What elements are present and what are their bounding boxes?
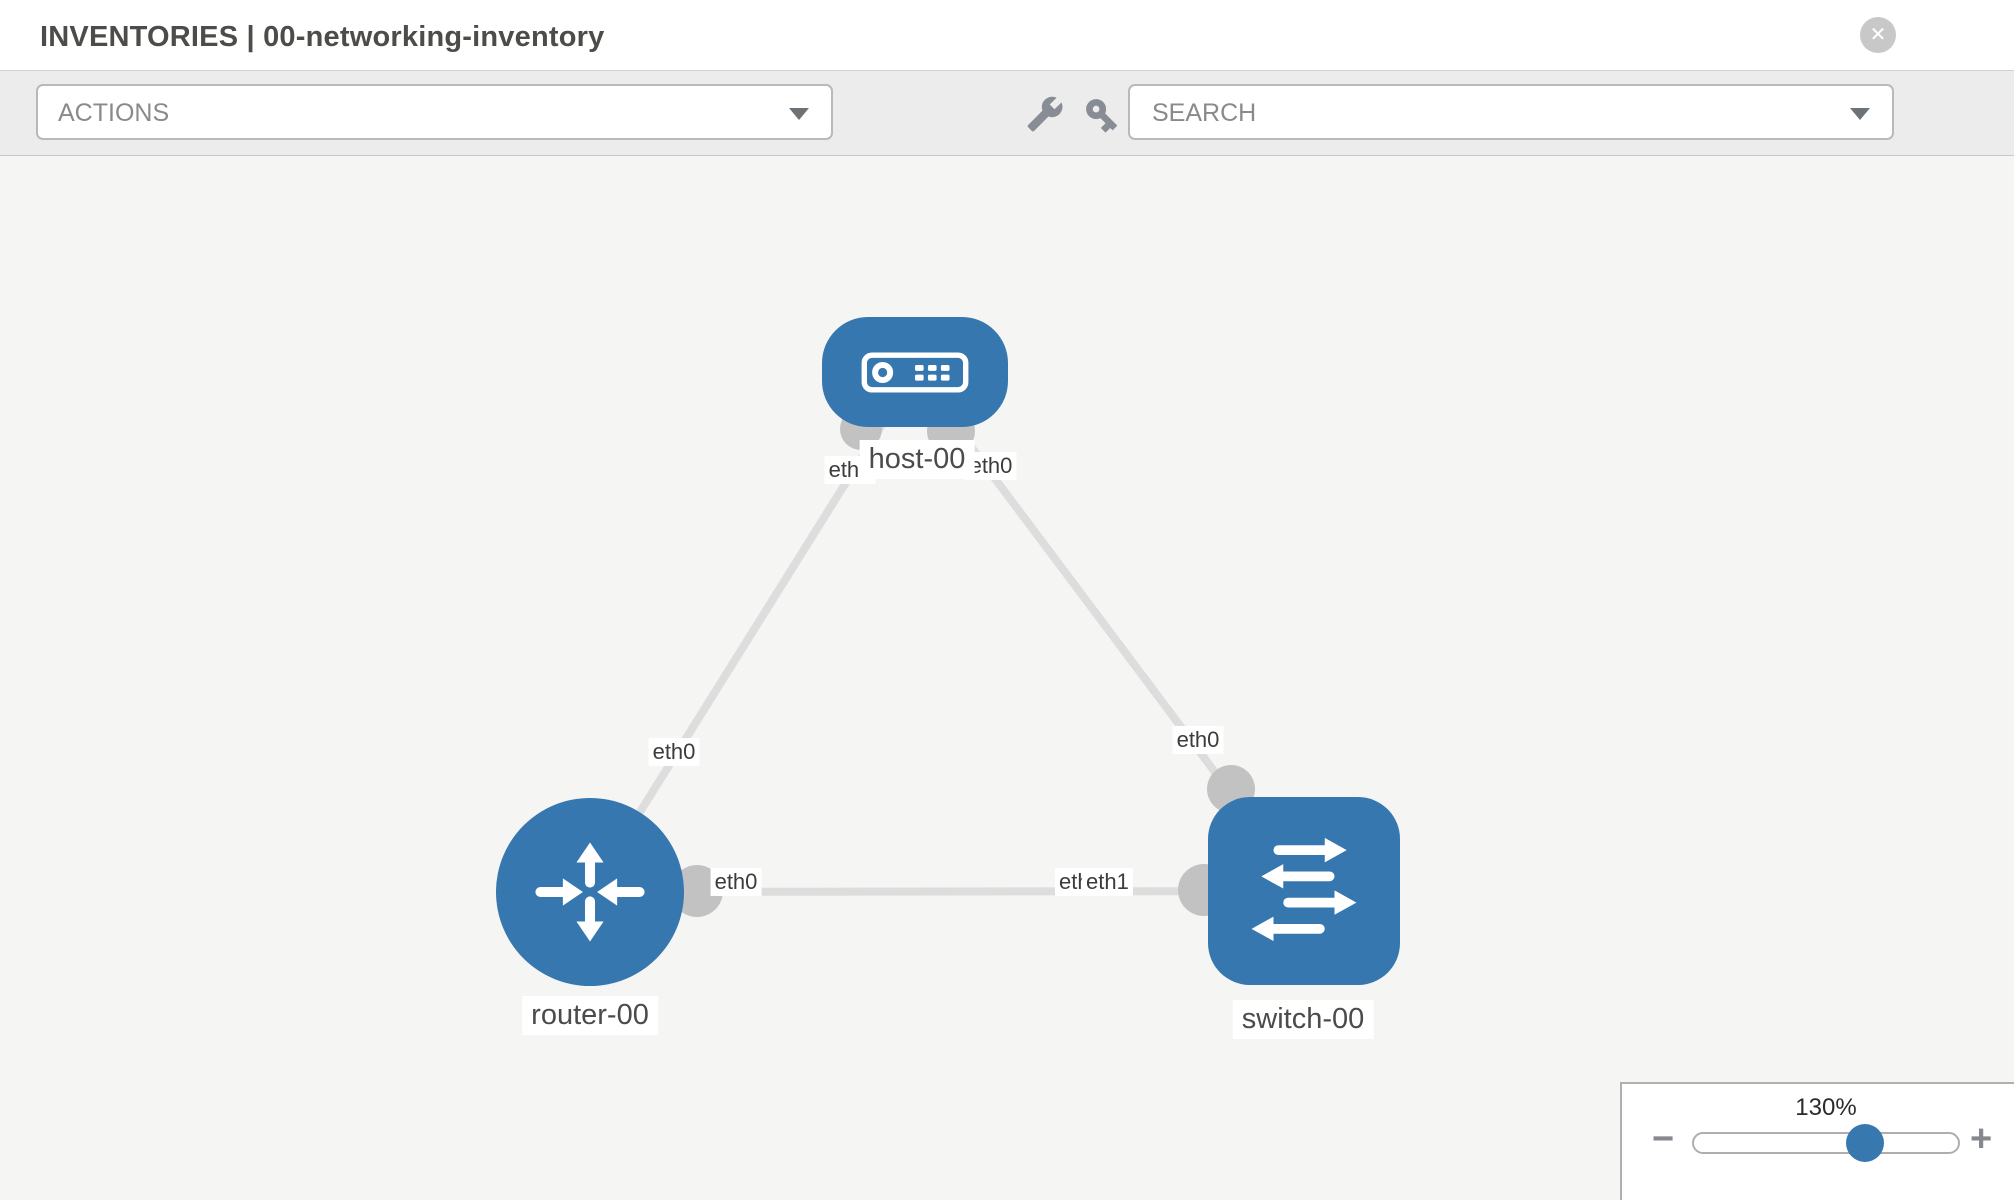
actions-dropdown[interactable]: ACTIONS [36,84,833,140]
wrench-icon[interactable] [1026,95,1064,133]
search-dropdown[interactable] [1128,84,1894,140]
chevron-down-icon [1850,108,1870,120]
interface-connector-router-eth0[interactable] [671,865,723,917]
port-label-router-eth0-side: eth0 [710,868,762,896]
zoom-out-button[interactable]: − [1652,1118,1675,1160]
actions-dropdown-label: ACTIONS [58,99,170,127]
zoom-panel: 130% − + [1620,1082,2014,1200]
node-host-00[interactable] [822,317,1008,427]
node-router-00[interactable] [496,798,684,986]
key-icon[interactable] [1082,95,1122,135]
toolbar: ACTIONS [0,71,2014,156]
port-label-switch-eth1: eth1 [1082,868,1133,896]
router-icon [535,842,645,942]
page-title: INVENTORIES | 00-networking-inventory [40,21,605,53]
node-label-switch-00: switch-00 [1232,1000,1374,1039]
node-switch-00[interactable] [1208,797,1400,985]
port-label-router-eth0-up: eth0 [648,738,700,766]
zoom-slider-handle[interactable] [1846,1124,1884,1162]
switch-icon [1251,837,1357,942]
zoom-slider[interactable] [1692,1124,1960,1162]
search-input[interactable] [1150,86,1834,140]
port-label-switch-eth0-up: eth0 [1172,726,1224,754]
zoom-level-value: 130% [1795,1094,1857,1121]
node-label-host-00: host-00 [859,440,975,479]
topology-canvas[interactable] [0,156,2014,1200]
host-icon [861,352,969,392]
close-icon[interactable]: ✕ [1860,17,1896,53]
page-header: INVENTORIES | 00-networking-inventory ✕ [0,0,2014,71]
node-label-router-00: router-00 [522,996,658,1035]
zoom-in-button[interactable]: + [1970,1118,1993,1160]
chevron-down-icon [789,108,809,120]
